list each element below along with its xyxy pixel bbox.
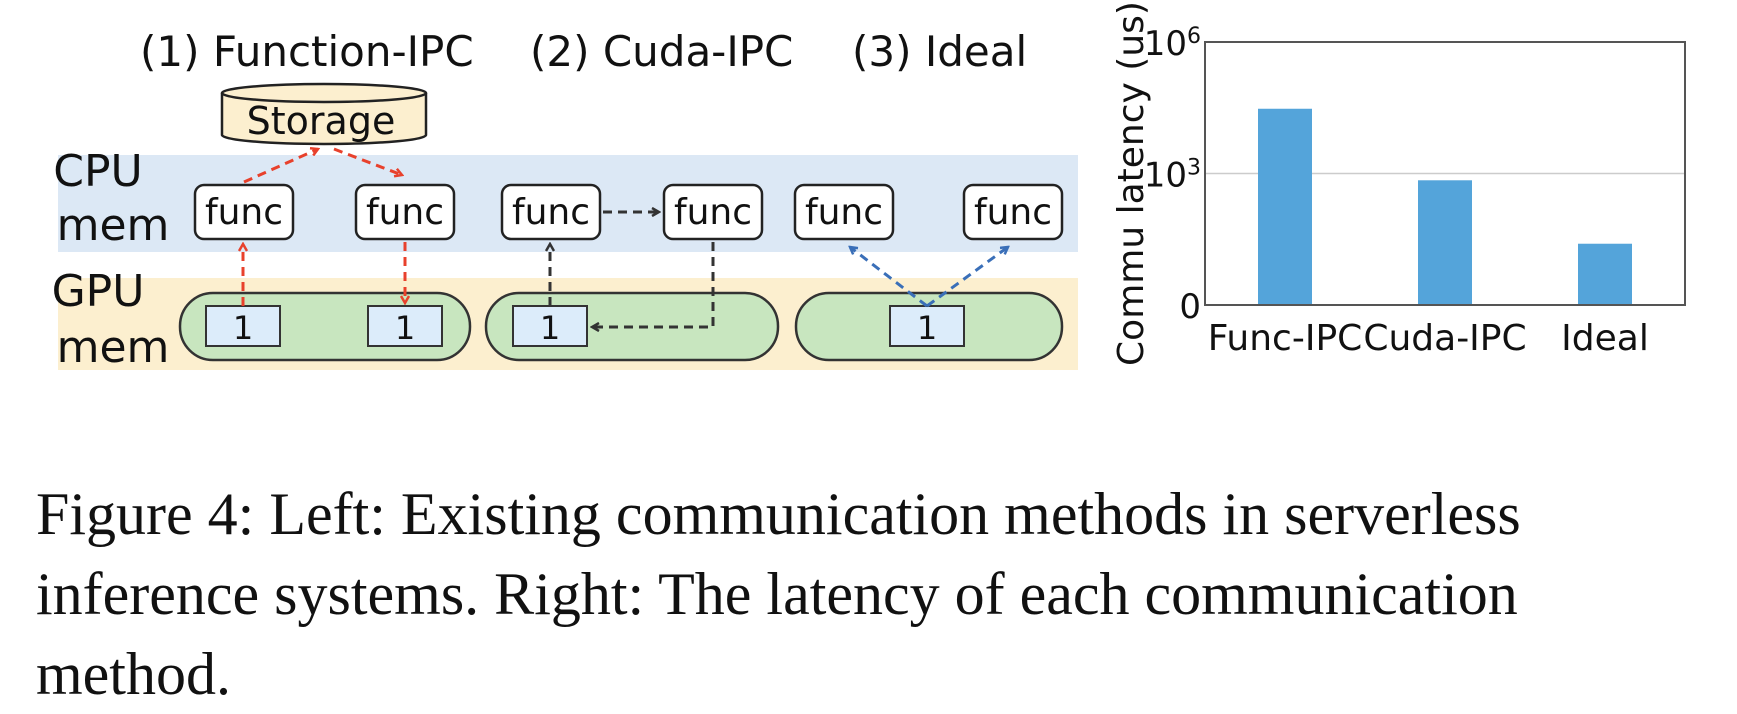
func-box: func [793, 183, 895, 241]
bars [1258, 108, 1632, 305]
function-ipc-arrows [243, 149, 405, 306]
y-tick-labels: 0 103 106 [1144, 24, 1201, 328]
arrow-func-to-buffer [592, 242, 715, 327]
cuda-ipc-arrows [550, 212, 715, 327]
svg-text:1: 1 [395, 309, 415, 347]
storage-label: Storage [247, 99, 396, 143]
x-tick-label: Func-IPC [1208, 318, 1363, 359]
func-box: func [662, 183, 764, 241]
title-function-ipc: (1) Function-IPC [140, 27, 474, 76]
gpu-label-line2: mem [57, 322, 170, 373]
y-axis-label: Commu latency (us) [1111, 1, 1152, 366]
cpu-label-line1: CPU [53, 146, 142, 197]
x-tick-label: Ideal [1561, 318, 1649, 359]
svg-text:func: func [974, 192, 1052, 233]
func-box: func [500, 183, 602, 241]
title-ideal: (3) Ideal [852, 27, 1027, 76]
ideal-arrows [850, 247, 1008, 308]
svg-text:func: func [674, 192, 752, 233]
func-box: func [193, 183, 295, 241]
cpu-label-line2: mem [57, 200, 170, 251]
buffer-box: 1 [367, 305, 443, 347]
func-box: func [962, 183, 1064, 241]
arrow-buffer-to-func-left [850, 247, 928, 308]
svg-text:func: func [205, 192, 283, 233]
svg-text:func: func [366, 192, 444, 233]
figure-4: CPU mem GPU mem (1) Function-IPC (2) Cud… [52, 1, 1686, 373]
svg-text:1: 1 [540, 309, 560, 347]
y-tick-label: 106 [1144, 24, 1201, 65]
svg-text:1: 1 [233, 309, 253, 347]
func-box: func [354, 183, 456, 241]
plot-area [1204, 41, 1686, 306]
buffer-box: 1 [205, 305, 281, 347]
arrow-storage-to-func [333, 147, 402, 175]
figure-caption: Figure 4: Left: Existing communication m… [36, 481, 1521, 707]
y-tick-label: 0 [1179, 287, 1201, 327]
svg-text:1: 1 [917, 309, 937, 347]
svg-text:func: func [805, 192, 883, 233]
arrow-func-to-storage [243, 149, 318, 184]
buffer-box: 1 [512, 305, 588, 347]
communication-diagram: CPU mem GPU mem (1) Function-IPC (2) Cud… [52, 27, 1078, 373]
svg-text:func: func [512, 192, 590, 233]
bar-ideal [1578, 243, 1632, 305]
storage-cylinder: Storage [220, 82, 428, 146]
buffer-box: 1 [889, 305, 965, 347]
x-tick-label: Cuda-IPC [1363, 318, 1526, 359]
arrow-buffer-to-func-right [926, 247, 1008, 308]
title-cuda-ipc: (2) Cuda-IPC [530, 27, 793, 76]
y-tick-label: 103 [1144, 155, 1201, 196]
gpu-label-line1: GPU [52, 266, 145, 317]
bar-cuda-ipc [1418, 180, 1472, 305]
bar-func-ipc [1258, 108, 1312, 305]
